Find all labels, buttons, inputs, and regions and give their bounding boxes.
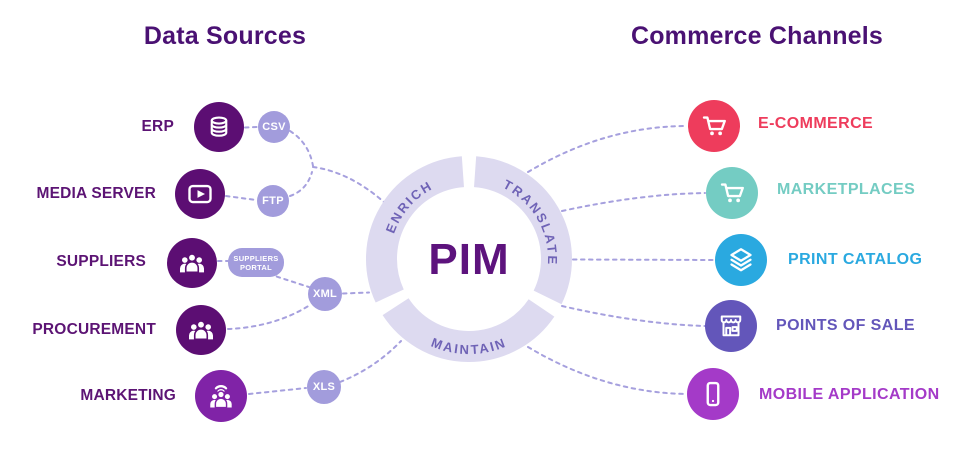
connector-junction-ring <box>312 166 386 204</box>
connector-procurement-xml <box>227 304 311 330</box>
connector-ring-mobile <box>527 346 688 395</box>
database-icon <box>210 116 228 137</box>
connector-media-ftp <box>225 195 257 201</box>
badge-suppliers-portal: SUPPLIERS PORTAL <box>228 248 284 277</box>
shopping-cart-icon <box>720 183 744 203</box>
channel-circle-marketplaces <box>706 167 758 219</box>
channel-label-mobile-application: MOBILE APPLICATION <box>759 386 940 403</box>
team-icon <box>180 253 204 274</box>
channel-label-marketplaces: MARKETPLACES <box>777 181 916 198</box>
pim-hub-title: PIM <box>428 235 510 284</box>
heading-commerce-channels: Commerce Channels <box>630 22 884 50</box>
ring-segment-translate <box>473 156 572 305</box>
ring-segment-enrich <box>365 156 465 303</box>
smartphone-icon <box>706 381 720 407</box>
media-player-icon <box>188 184 212 204</box>
badge-ftp: FTP <box>257 185 289 217</box>
team-icon <box>189 320 213 341</box>
source-circle-marketing <box>195 370 247 422</box>
source-circle-erp <box>194 102 244 152</box>
channel-circle-points-of-sale <box>705 300 757 352</box>
connector-xml-ring <box>342 291 370 295</box>
source-circle-media-server <box>175 169 225 219</box>
ring-segment-maintain <box>382 297 555 362</box>
badge-xls: XLS <box>307 370 341 404</box>
channel-circle-print-catalog <box>715 234 767 286</box>
channel-circle-ecommerce <box>688 100 740 152</box>
storefront-icon <box>720 315 742 337</box>
source-label-marketing: MARKETING <box>80 387 176 404</box>
heading-data-sources: Data Sources <box>143 22 307 50</box>
badge-xml: XML <box>308 277 342 311</box>
connector-ftp-junction <box>289 171 313 197</box>
broadcast-team-icon <box>210 385 232 409</box>
source-circle-procurement <box>176 305 226 355</box>
shopping-cart-icon <box>702 116 726 136</box>
connector-ring-pos <box>561 305 706 327</box>
channel-label-print-catalog: PRINT CATALOG <box>788 251 923 268</box>
connector-ring-marketplaces <box>561 192 706 212</box>
channel-label-ecommerce: E-COMMERCE <box>758 115 874 132</box>
connector-ring-printcatalog <box>572 258 715 261</box>
source-label-suppliers: SUPPLIERS <box>56 253 146 270</box>
source-label-erp: ERP <box>141 118 174 135</box>
badge-csv: CSV <box>258 111 290 143</box>
source-label-media-server: MEDIA SERVER <box>36 185 156 202</box>
connector-erp-csv <box>244 126 258 129</box>
channel-circle-mobile-application <box>687 368 739 420</box>
channel-label-points-of-sale: POINTS OF SALE <box>776 317 915 334</box>
layers-icon <box>730 248 752 272</box>
connector-marketing-xls <box>248 387 307 395</box>
connector-csv-junction <box>289 130 314 167</box>
source-label-procurement: PROCUREMENT <box>32 321 156 338</box>
connector-ring-ecommerce <box>527 125 688 173</box>
source-circle-suppliers <box>167 238 217 288</box>
ring-label-maintain: MAINTAIN <box>429 335 508 357</box>
connector-xls-ring <box>339 340 402 383</box>
